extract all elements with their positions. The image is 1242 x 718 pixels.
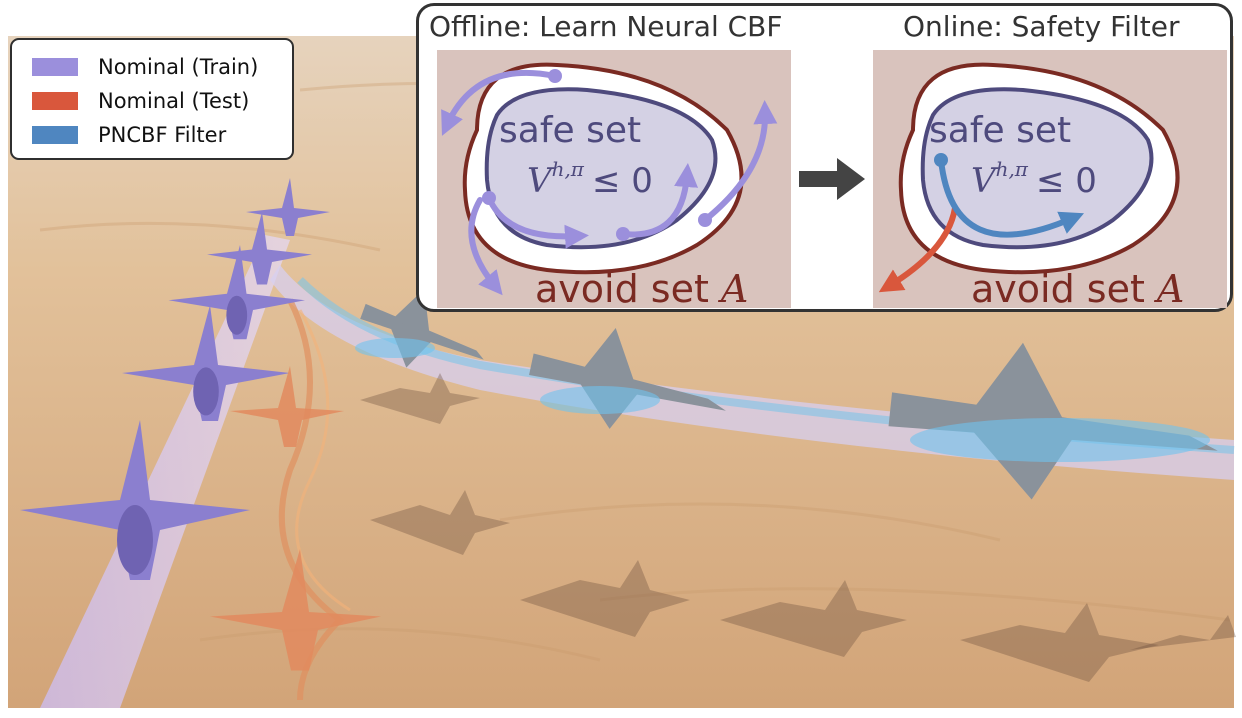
online-condition: Vh,π ≤ 0	[971, 157, 1097, 201]
train-trajectories	[441, 69, 778, 296]
legend-swatch-test	[32, 92, 78, 110]
test-trajectory	[878, 205, 958, 293]
train-aircraft	[20, 178, 330, 580]
transition-arrow-icon	[799, 158, 865, 200]
legend-swatch-filter	[32, 126, 78, 144]
offline-avoid-symbol: A	[718, 267, 748, 308]
offline-safe-set	[484, 87, 718, 250]
online-avoid-text: avoid set	[971, 267, 1145, 308]
legend-label-filter: PNCBF Filter	[98, 123, 227, 147]
filter-start-point	[934, 153, 948, 167]
offline-condition-rel: ≤ 0	[592, 161, 653, 201]
legend: Nominal (Train) Nominal (Test) PNCBF Fil…	[10, 38, 294, 160]
legend-item: Nominal (Test)	[32, 84, 292, 118]
offline-condition-sup: h,π	[552, 157, 585, 181]
train-start-points	[482, 69, 712, 241]
online-condition-sup: h,π	[996, 157, 1029, 181]
train-ground-trail	[40, 235, 290, 708]
legend-swatch-train	[32, 58, 78, 76]
inset-diagram: Offline: Learn Neural CBF Online: Safety…	[416, 3, 1233, 312]
test-flight-trail-2	[295, 309, 351, 612]
test-aircraft	[210, 366, 381, 671]
online-avoid-symbol: A	[1154, 267, 1184, 308]
legend-label-test: Nominal (Test)	[98, 89, 250, 113]
offline-condition: Vh,π ≤ 0	[527, 157, 653, 201]
legend-label-train: Nominal (Train)	[98, 55, 259, 79]
legend-item: PNCBF Filter	[32, 118, 292, 152]
filter-trajectory	[938, 157, 1085, 238]
offline-condition-var: V	[527, 161, 555, 201]
filter-glow	[355, 338, 1210, 462]
offline-avoid-text: avoid set	[535, 267, 709, 308]
online-title: Online: Safety Filter	[903, 10, 1180, 43]
online-condition-rel: ≤ 0	[1036, 161, 1097, 201]
aircraft-shadows	[360, 373, 1236, 682]
online-safe-set	[920, 87, 1154, 250]
offline-title: Offline: Learn Neural CBF	[429, 10, 783, 43]
online-safe-label: safe set	[929, 110, 1071, 151]
online-condition-var: V	[971, 161, 999, 201]
legend-item: Nominal (Train)	[32, 50, 292, 84]
offline-safe-label: safe set	[499, 110, 641, 151]
test-flight-trail	[278, 298, 345, 701]
